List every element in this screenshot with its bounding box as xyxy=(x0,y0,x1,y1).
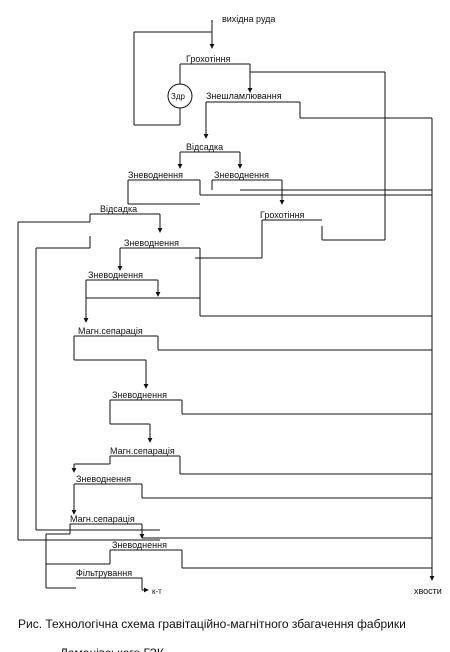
mag-sep-1-label: Магн.сепарація xyxy=(78,326,143,336)
figure-caption: Рис. Технологічна схема гравітаційно-маг… xyxy=(18,617,406,631)
filtering-label: Фільтрування xyxy=(76,568,132,578)
dewatering-2-label: Зневоднення xyxy=(214,170,269,180)
dewatering-3-label: Зневоднення xyxy=(124,238,179,248)
dewatering-1-label: Зневоднення xyxy=(128,170,183,180)
screening-2-label: Грохотіння xyxy=(260,210,305,220)
flowsheet-diagram: вихідна руда хвости к-т Здр Грохотіння З… xyxy=(17,14,442,596)
input-label: вихідна руда xyxy=(222,14,275,24)
screening-1-label: Грохотіння xyxy=(186,54,231,64)
dewatering-4-label: Зневоднення xyxy=(88,270,143,280)
crusher-node xyxy=(167,83,193,109)
mag-sep-3-label: Магн.сепарація xyxy=(70,514,135,524)
figure-caption-second-line: Ламанівського ГЗК xyxy=(60,646,164,652)
dewatering-7-label: Зневоднення xyxy=(112,540,167,550)
dewatering-5-label: Зневоднення xyxy=(112,390,167,400)
crusher-label: Здр xyxy=(171,92,186,101)
jigging-2-label: Відсадка xyxy=(100,204,137,214)
desliming-label: Знешламлювання xyxy=(206,91,282,101)
dewatering-6-label: Зневоднення xyxy=(76,474,131,484)
tailings-label: хвости xyxy=(414,586,442,596)
jigging-1-label: Відсадка xyxy=(186,142,223,152)
mag-sep-2-label: Магн.сепарація xyxy=(110,446,175,456)
concentrate-label: к-т xyxy=(152,587,162,596)
